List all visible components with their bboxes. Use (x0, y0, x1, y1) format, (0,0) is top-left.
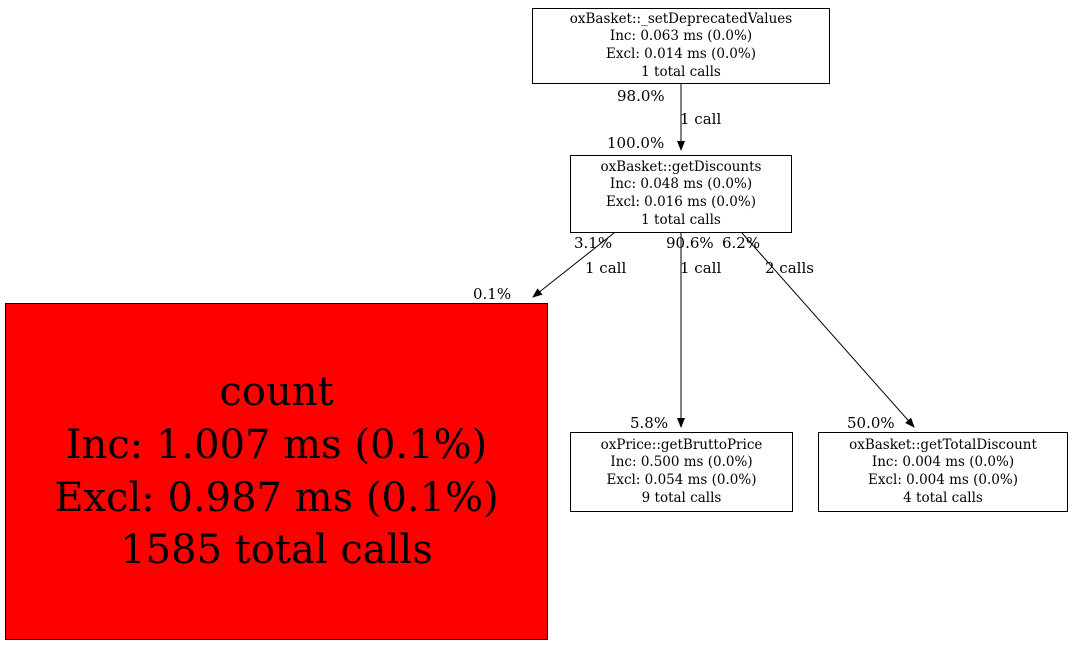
node-calls: 1585 total calls (120, 527, 433, 574)
node-excl: Excl: 0.004 ms (0.0%) (868, 472, 1018, 488)
edge-label-pct-out: 98.0% (617, 87, 665, 105)
edge-label-calls: 1 call (680, 110, 722, 128)
node-inc: Inc: 1.007 ms (0.1%) (65, 421, 488, 468)
node-title: oxBasket::getTotalDiscount (849, 436, 1037, 453)
node-calls: 1 total calls (641, 63, 721, 80)
node-inc: Inc: 0.500 ms (0.0%) (610, 454, 753, 471)
node-get-total-discount: oxBasket::getTotalDiscount Inc: 0.004 ms… (818, 432, 1068, 512)
edge-label-pct-in: 0.1% (473, 285, 512, 303)
edge-label-pct-out: 3.1% (574, 234, 613, 252)
node-set-deprecated-values: oxBasket::_setDeprecatedValues Inc: 0.06… (532, 8, 830, 84)
node-get-discounts: oxBasket::getDiscounts Inc: 0.048 ms (0.… (570, 155, 792, 233)
node-count: count Inc: 1.007 ms (0.1%) Excl: 0.987 m… (5, 303, 548, 640)
node-inc: Inc: 0.004 ms (0.0%) (871, 454, 1015, 471)
edge-label-pct-in: 5.8% (630, 414, 669, 432)
node-title: oxPrice::getBruttoPrice (600, 436, 763, 453)
node-title: oxBasket::_setDeprecatedValues (569, 10, 793, 27)
node-calls: 9 total calls (641, 489, 722, 506)
edge-label-calls: 1 call (585, 259, 627, 277)
edge-label-calls: 1 call (680, 259, 722, 277)
edge-label-pct-in: 100.0% (607, 134, 665, 152)
node-excl: Excl: 0.016 ms (0.0%) (606, 194, 756, 210)
node-excl: Excl: 0.987 ms (0.1%) (54, 474, 499, 521)
node-calls: 1 total calls (641, 211, 721, 228)
edge-label-calls: 2 calls (765, 259, 814, 277)
edge-label-pct-out: 90.6% (666, 234, 714, 252)
node-excl: Excl: 0.054 ms (0.0%) (606, 472, 757, 488)
node-calls: 4 total calls (903, 489, 983, 506)
node-inc: Inc: 0.063 ms (0.0%) (609, 28, 753, 45)
node-inc: Inc: 0.048 ms (0.0%) (609, 176, 753, 193)
edge-label-pct-out: 6.2% (722, 234, 761, 252)
edge-label-pct-in: 50.0% (847, 414, 895, 432)
node-title: oxBasket::getDiscounts (600, 158, 762, 175)
node-excl: Excl: 0.014 ms (0.0%) (606, 46, 756, 62)
node-title: count (219, 368, 334, 415)
node-get-brutto-price: oxPrice::getBruttoPrice Inc: 0.500 ms (0… (570, 432, 793, 512)
